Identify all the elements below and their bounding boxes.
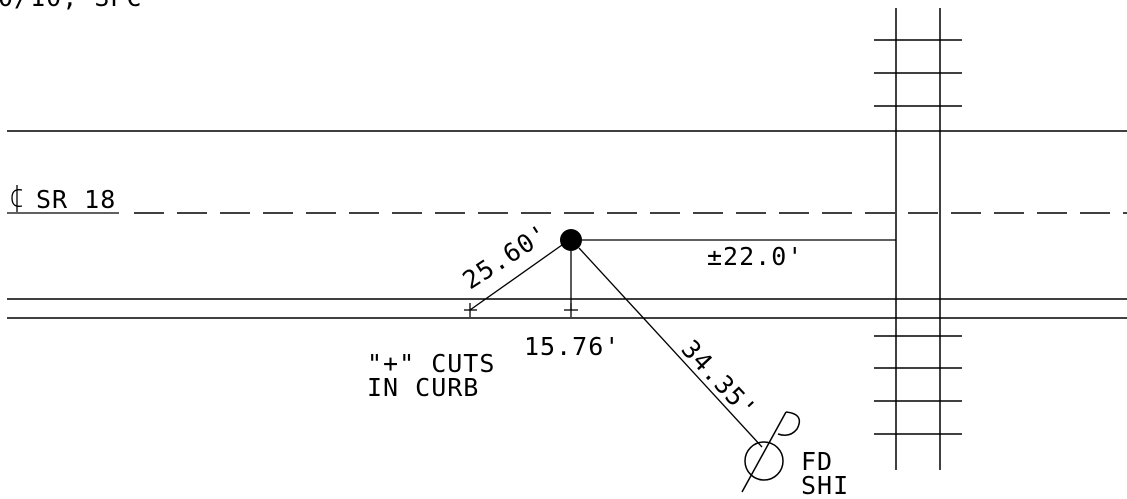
curb-cuts-note-line-1: "+" CUTS bbox=[367, 349, 495, 378]
found-label-line-1: FD bbox=[801, 447, 833, 476]
found-monument-symbol-icon bbox=[741, 411, 801, 493]
control-point-dot bbox=[560, 229, 582, 251]
distance-label-diagonal: 25.60' bbox=[457, 218, 554, 295]
railroad-tracks bbox=[874, 8, 962, 470]
centerline-label: SR 18 bbox=[36, 185, 116, 214]
distance-label-perpendicular: 15.76' bbox=[524, 332, 620, 361]
distance-label-monument: 34.35' bbox=[676, 334, 763, 424]
tie-line-to-monument bbox=[578, 247, 763, 448]
curb-cuts-note-line-2: IN CURB bbox=[367, 373, 479, 402]
found-label-line-2: SHI bbox=[801, 471, 849, 499]
centerline-symbol-icon bbox=[11, 185, 23, 212]
curb-cut-mark-left bbox=[464, 303, 477, 317]
distance-label-rail-offset: ±22.0' bbox=[707, 242, 803, 271]
curb-cut-mark-right bbox=[564, 303, 578, 317]
sheet-header-fragment: 0/10, SPC bbox=[0, 0, 142, 12]
tie-line-diagonal bbox=[469, 244, 563, 311]
